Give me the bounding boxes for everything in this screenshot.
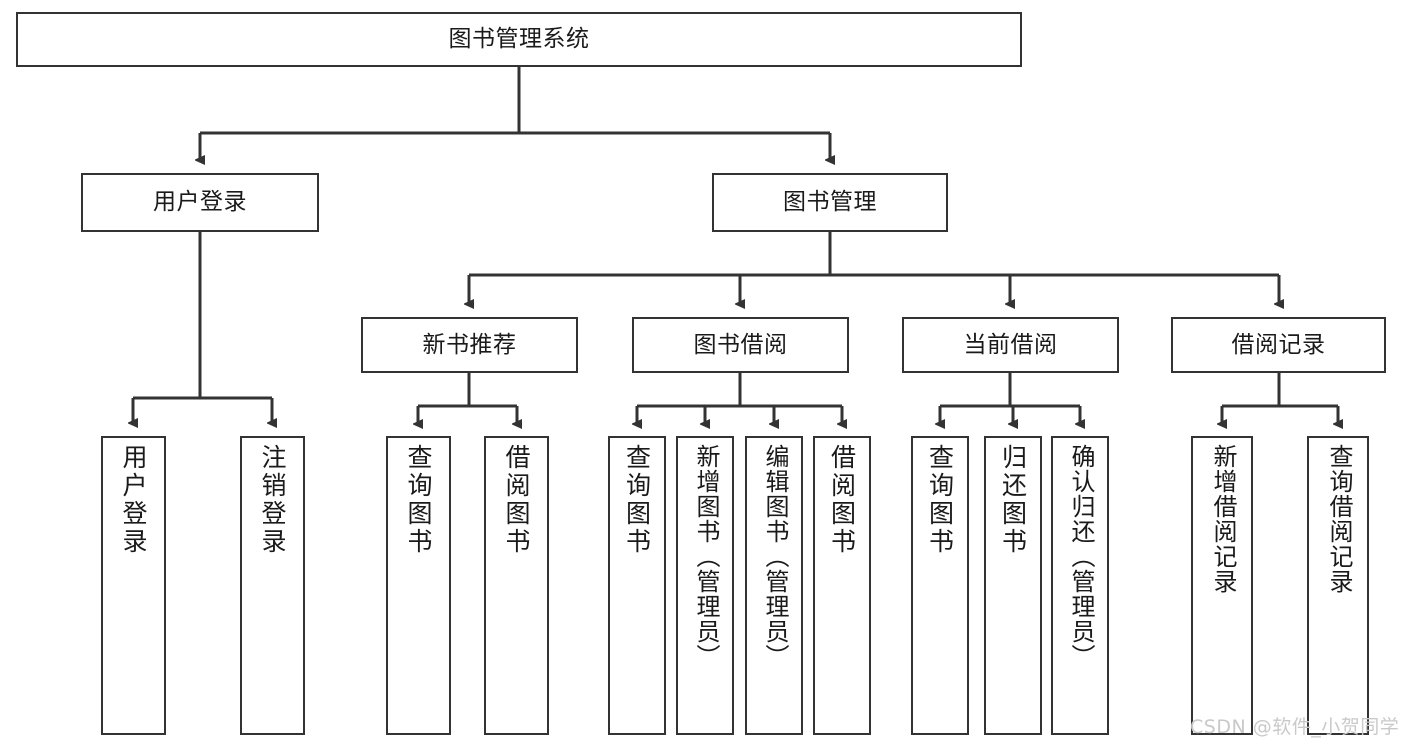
- csdn-watermark: CSDN @软件_小贺同学: [1190, 716, 1400, 738]
- node-new-book-rec-label: 新书推荐: [422, 331, 517, 358]
- edge-group-borrow-record: [1222, 373, 1338, 424]
- node-root[interactable]: 图书管理系统: [16, 12, 1022, 67]
- edge-group-book-manage: [469, 232, 1279, 304]
- node-user-login[interactable]: 用户登录: [81, 173, 319, 232]
- node-current-borrow[interactable]: 当前借阅: [902, 317, 1119, 373]
- node-leaf-query-book-2[interactable]: 查询图书: [608, 436, 666, 735]
- node-borrow-record-label: 借阅记录: [1231, 331, 1326, 358]
- node-book-manage[interactable]: 图书管理: [712, 173, 948, 232]
- node-leaf-add-book-label: 新增图书（管理员）: [691, 444, 720, 669]
- node-leaf-borrow-book-2-label: 借阅图书: [827, 444, 857, 556]
- node-leaf-query-book-1-label: 查询图书: [404, 444, 433, 556]
- node-leaf-borrow-book-1-label: 借阅图书: [502, 444, 531, 556]
- node-leaf-logout[interactable]: 注销登录: [240, 436, 305, 735]
- node-leaf-add-record[interactable]: 新增借阅记录: [1191, 436, 1253, 735]
- node-book-borrow-label: 图书借阅: [693, 331, 788, 358]
- node-leaf-query-record-label: 查询借阅记录: [1324, 444, 1353, 594]
- edge-group-root: [200, 67, 830, 160]
- edge-group-current-borrow: [940, 373, 1080, 424]
- node-leaf-user-login-label: 用户登录: [119, 444, 148, 556]
- node-leaf-logout-label: 注销登录: [258, 444, 287, 556]
- node-leaf-user-login[interactable]: 用户登录: [101, 436, 166, 735]
- node-root-label: 图书管理系统: [448, 26, 590, 53]
- node-current-borrow-label: 当前借阅: [963, 331, 1058, 358]
- node-leaf-query-record[interactable]: 查询借阅记录: [1307, 436, 1369, 735]
- node-leaf-borrow-book-1[interactable]: 借阅图书: [484, 436, 549, 735]
- node-borrow-record[interactable]: 借阅记录: [1171, 317, 1386, 373]
- node-book-manage-label: 图书管理: [783, 189, 877, 216]
- node-leaf-borrow-book-2[interactable]: 借阅图书: [813, 436, 871, 735]
- node-leaf-query-book-1[interactable]: 查询图书: [386, 436, 451, 735]
- node-leaf-query-book-3[interactable]: 查询图书: [911, 436, 969, 735]
- node-new-book-rec[interactable]: 新书推荐: [361, 317, 578, 373]
- node-leaf-return-book-label: 归还图书: [998, 444, 1028, 556]
- node-leaf-edit-book-label: 编辑图书（管理员）: [760, 444, 789, 669]
- edge-group-user-login: [133, 232, 272, 423]
- node-leaf-query-book-3-label: 查询图书: [925, 444, 955, 556]
- node-leaf-confirm-return[interactable]: 确认归还（管理员）: [1051, 436, 1109, 735]
- node-leaf-add-book[interactable]: 新增图书（管理员）: [676, 436, 734, 735]
- node-leaf-confirm-return-label: 确认归还（管理员）: [1066, 444, 1095, 669]
- node-book-borrow[interactable]: 图书借阅: [632, 317, 849, 373]
- node-leaf-add-record-label: 新增借阅记录: [1208, 444, 1237, 594]
- node-leaf-return-book[interactable]: 归还图书: [984, 436, 1042, 735]
- node-leaf-query-book-2-label: 查询图书: [622, 444, 652, 556]
- node-leaf-edit-book[interactable]: 编辑图书（管理员）: [745, 436, 803, 735]
- edge-group-new-book-rec: [418, 373, 517, 424]
- edge-group-book-borrow: [637, 373, 842, 424]
- node-user-login-label: 用户登录: [153, 189, 247, 216]
